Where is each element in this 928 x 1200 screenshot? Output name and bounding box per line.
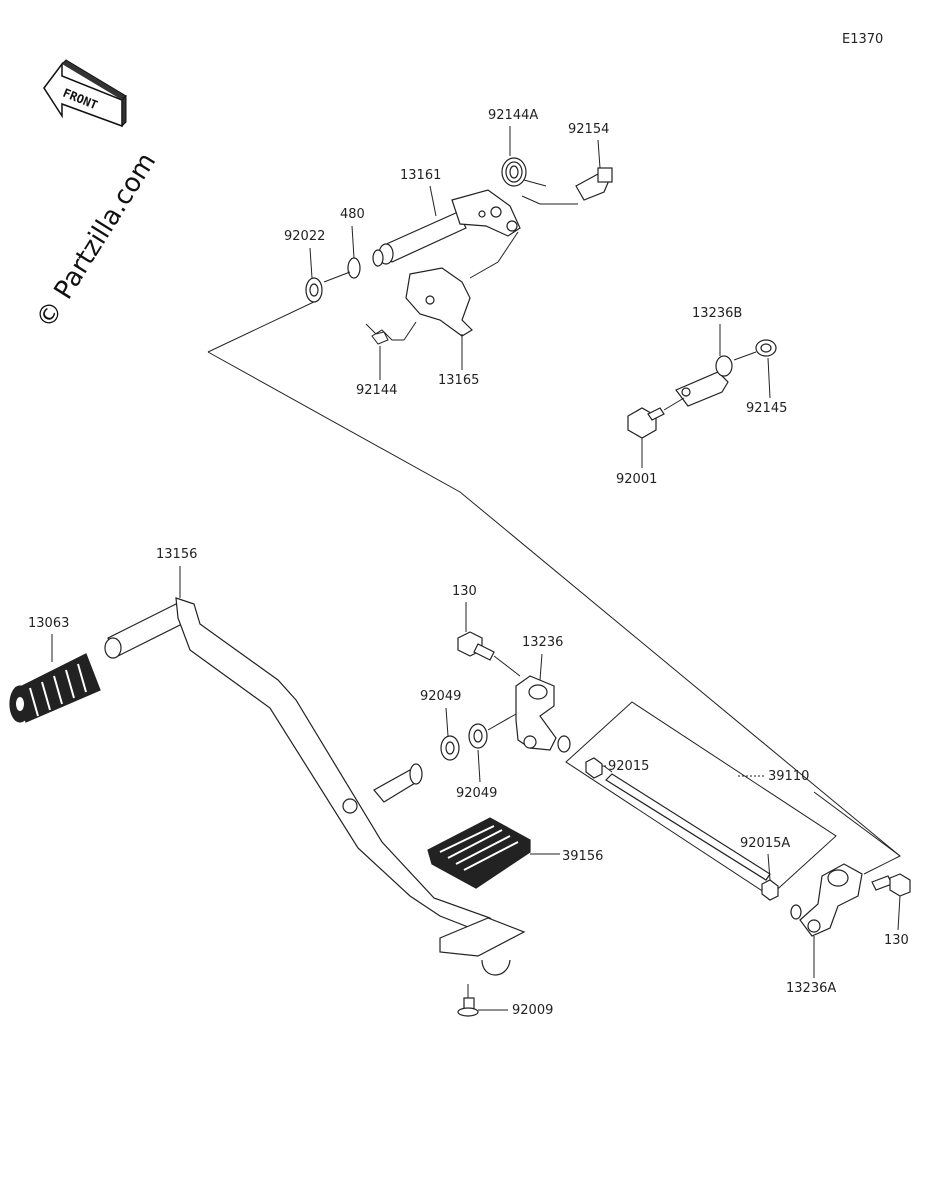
label-92049-upper: 92049 [420,689,461,704]
bolt-92009 [457,984,508,1017]
label-92145: 92145 [746,401,787,416]
label-39110: 39110 [768,769,809,784]
center-link-13236-group [440,631,571,761]
pin-92154 [540,167,613,205]
label-13236B: 13236B [692,306,742,321]
callout-labels: 92144A 92154 13161 480 92022 92144 13165… [28,108,909,1018]
label-13236A: 13236A [786,981,836,996]
label-92015: 92015 [608,759,649,774]
spring-92144 [365,321,417,345]
label-39156: 39156 [562,849,603,864]
label-480: 480 [340,207,365,222]
label-92009: 92009 [512,1003,553,1018]
tie-rod-39110-group [565,701,911,937]
label-130-right: 130 [884,933,909,948]
label-13156: 13156 [156,547,197,562]
label-92049-lower: 92049 [456,786,497,801]
spring-92144A [501,157,547,187]
diagram-code: E1370 [842,32,883,47]
label-13236: 13236 [522,635,563,650]
label-13063: 13063 [28,616,69,631]
watermark: © Partzilla.com [30,148,162,334]
label-13161: 13161 [400,168,441,183]
shift-shaft-group [207,157,901,875]
label-92015A: 92015A [740,836,790,851]
label-92022: 92022 [284,229,325,244]
label-130-center: 130 [452,584,477,599]
link-arm-13236B-group [627,339,777,439]
shift-pedal-group [9,597,560,1017]
label-13165: 13165 [438,373,479,388]
label-92144A: 92144A [488,108,538,123]
pedal-rubber-13063 [9,653,101,723]
label-92144: 92144 [356,383,397,398]
label-92154: 92154 [568,122,609,137]
label-92001: 92001 [616,472,657,487]
pedal-pad-39156 [427,817,560,889]
bolt-92001 [627,397,685,439]
front-arrow-icon: FRONT [43,59,127,128]
